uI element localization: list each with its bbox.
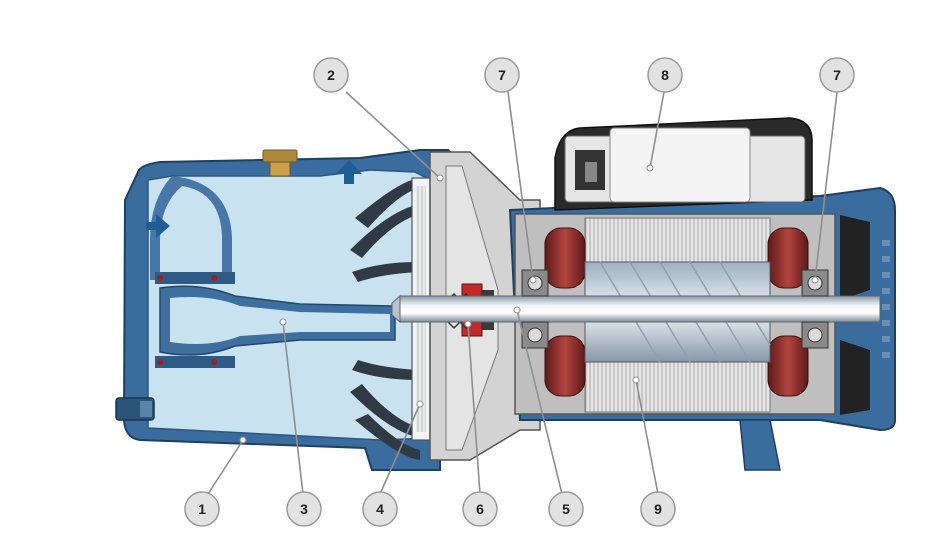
callout-9: 9 xyxy=(640,491,676,527)
callout-7-left: 7 xyxy=(484,57,520,93)
callout-1: 1 xyxy=(184,491,220,527)
callout-7-right-label: 7 xyxy=(833,67,841,83)
diffuser xyxy=(350,178,420,460)
callout-3: 3 xyxy=(286,491,322,527)
callout-3-label: 3 xyxy=(300,501,308,517)
callout-8: 8 xyxy=(647,57,683,93)
callout-7-left-label: 7 xyxy=(498,67,506,83)
callout-6: 6 xyxy=(462,491,498,527)
bearings xyxy=(521,269,829,349)
callout-7-right: 7 xyxy=(819,57,855,93)
callout-5: 5 xyxy=(548,491,584,527)
callout-5-label: 5 xyxy=(562,501,570,517)
venturi-ejector xyxy=(155,272,396,368)
leader-lines xyxy=(207,91,838,495)
arrow-right-icon xyxy=(146,214,170,238)
callout-4-label: 4 xyxy=(376,501,384,517)
callout-6-label: 6 xyxy=(476,501,484,517)
callout-2: 2 xyxy=(313,57,349,93)
callout-2-label: 2 xyxy=(327,67,335,83)
stator-windings xyxy=(544,227,809,397)
capacitor-box xyxy=(554,117,813,211)
callout-4: 4 xyxy=(362,491,398,527)
shaft xyxy=(391,294,881,324)
callout-1-label: 1 xyxy=(198,501,206,517)
callout-8-label: 8 xyxy=(661,67,669,83)
callout-9-label: 9 xyxy=(654,501,662,517)
arrow-up-icon xyxy=(336,160,362,184)
